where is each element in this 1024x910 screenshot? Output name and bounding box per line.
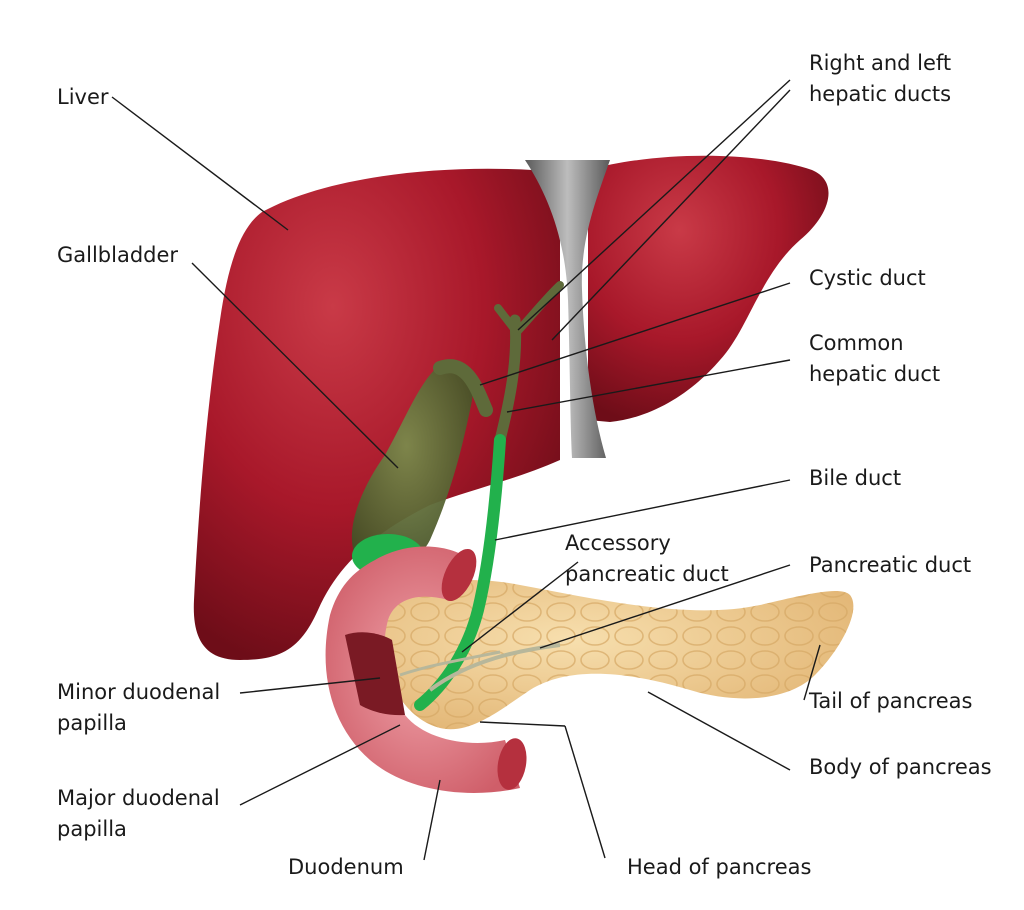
label-body-of-pancreas: Body of pancreas — [809, 755, 992, 779]
duodenum-shape — [325, 546, 520, 793]
duodenum-cut-interior — [345, 632, 405, 716]
falciform-ligament — [525, 160, 610, 458]
label-hepatic-ducts: Right and left hepatic ducts — [809, 51, 952, 106]
label-tail-of-pancreas: Tail of pancreas — [809, 689, 973, 713]
label-accessory-pancreatic-duct: Accessory pancreatic duct — [565, 531, 729, 586]
label-gallbladder: Gallbladder — [57, 243, 179, 267]
liver-right-lobe — [193, 168, 560, 660]
label-liver: Liver — [57, 85, 109, 109]
liver-left-lobe — [588, 155, 829, 422]
accessory-duct-shape — [399, 650, 501, 677]
leader-lines — [111, 79, 821, 861]
label-bile-duct: Bile duct — [809, 466, 902, 490]
right-hepatic-duct-shape — [494, 304, 519, 334]
pancreatic-duct-shape — [428, 643, 561, 692]
label-minor-duodenal-papilla: Minor duodenal papilla — [57, 680, 221, 735]
label-common-hepatic-duct: Common hepatic duct — [809, 331, 941, 386]
pancreas-lobules — [383, 580, 854, 730]
duodenum-upper-opening — [441, 548, 477, 602]
label-duodenum: Duodenum — [288, 855, 404, 879]
gallbladder-shape — [351, 362, 473, 571]
label-cystic-duct: Cystic duct — [809, 266, 926, 290]
cystic-duct-shape — [433, 359, 493, 417]
label-pancreatic-duct: Pancreatic duct — [809, 553, 972, 577]
label-major-duodenal-papilla: Major duodenal papilla — [57, 786, 220, 841]
duodenum-lower-opening — [497, 738, 527, 790]
label-head-of-pancreas: Head of pancreas — [627, 855, 812, 879]
